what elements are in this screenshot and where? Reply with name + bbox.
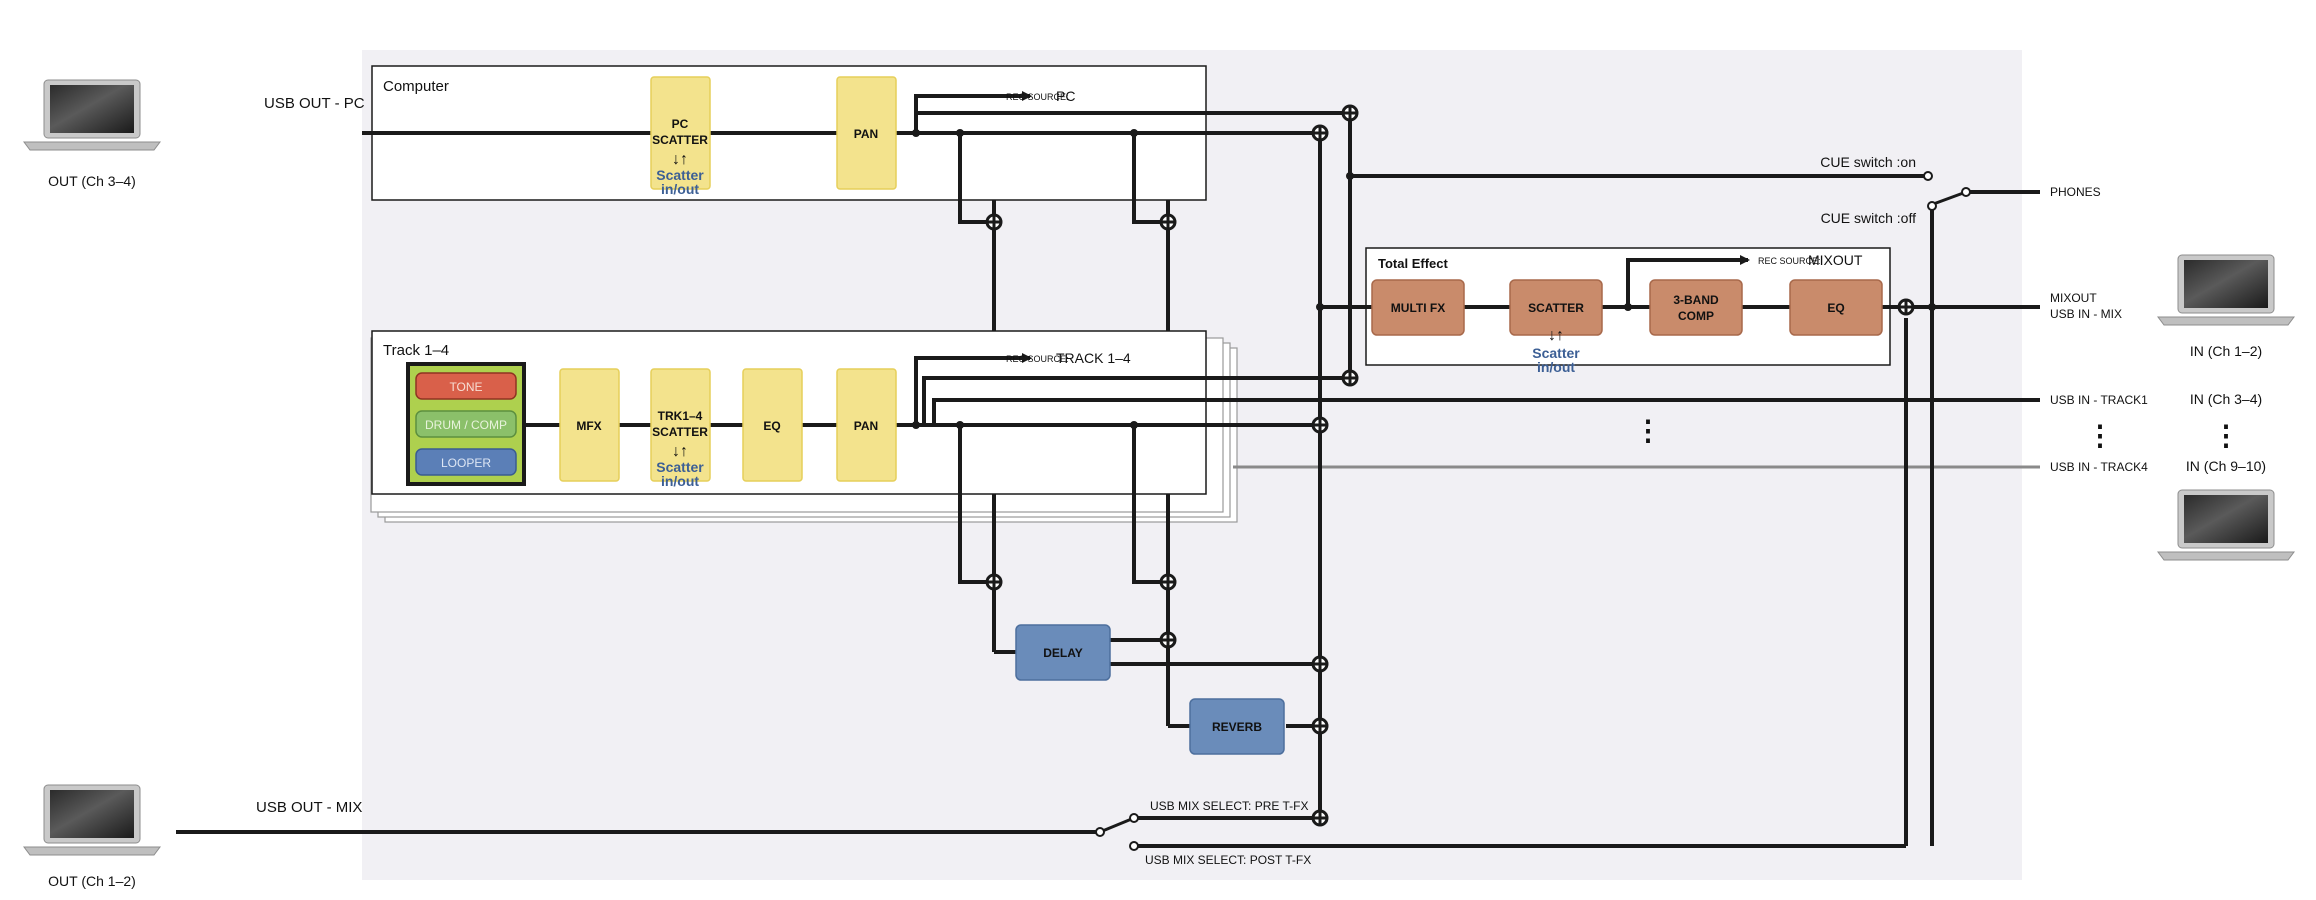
cue-on-label: CUE switch :on [1820, 154, 1916, 170]
usb-out-pc-label: USB OUT - PC [264, 95, 365, 112]
scatter-arrows: ↓↑ [672, 151, 688, 168]
scatter-inout-label: Scatter [1532, 345, 1580, 361]
vdots: ⋮ [1634, 415, 1662, 446]
laptop-icon [2157, 489, 2295, 561]
scatter-inout-label: in/out [661, 181, 699, 197]
tone-label: TONE [449, 380, 482, 394]
band-comp-label: 3-BAND [1673, 293, 1719, 307]
scatter-arrows: ↓↑ [1548, 327, 1564, 344]
delay-label: DELAY [1043, 646, 1083, 660]
mfx-block [559, 368, 620, 482]
mixout-label: MIXOUT [2050, 291, 2097, 305]
cue-off-label: CUE switch :off [1821, 210, 1917, 226]
total-effect-group-title: Total Effect [1378, 256, 1448, 271]
laptop-icon [2157, 254, 2295, 326]
phones-label: PHONES [2050, 185, 2101, 199]
total-scatter-block [1509, 279, 1603, 336]
scatter-inout-label: Scatter [656, 167, 704, 183]
laptop-icon [23, 784, 161, 856]
band-comp-label: COMP [1678, 309, 1714, 323]
pc-scatter-label: SCATTER [652, 133, 708, 147]
track-group-title: Track 1–4 [383, 342, 449, 359]
looper-block [415, 448, 517, 476]
laptop-icon [23, 79, 161, 151]
drum-comp-label: DRUM / COMP [425, 418, 507, 432]
total-scatter-label: SCATTER [1528, 301, 1584, 315]
trk-scatter-label: SCATTER [652, 425, 708, 439]
multi-fx-block [1371, 279, 1465, 336]
rec-source-track: TRACK 1–4 [1056, 350, 1131, 366]
rec-source-small: REC SOURCE: [1006, 92, 1069, 102]
looper-label: LOOPER [441, 456, 491, 470]
rec-source-pc: PC [1056, 88, 1075, 104]
delay-block [1015, 624, 1111, 681]
rec-source-mixout: MIXOUT [1808, 252, 1863, 268]
scatter-inout-label: in/out [661, 473, 699, 489]
usb-in-mix-label: USB IN - MIX [2050, 307, 2122, 321]
switch-contacts [1095, 171, 1971, 851]
in-ch12-label: IN (Ch 1–2) [2190, 343, 2262, 359]
pc-pan-label: PAN [854, 127, 878, 141]
trk-scatter-label: TRK1–4 [658, 409, 703, 423]
in-ch910-label: IN (Ch 9–10) [2186, 458, 2266, 474]
usb-in-track4-label: USB IN - TRACK4 [2050, 460, 2148, 474]
trk-eq-label: EQ [763, 419, 780, 433]
total-eq-block [1789, 279, 1883, 336]
pc-scatter-block [650, 76, 711, 190]
out-ch34-label: OUT (Ch 3–4) [48, 173, 136, 189]
mix-select-post-label: USB MIX SELECT: POST T-FX [1145, 853, 1311, 867]
mfx-label: MFX [576, 419, 601, 433]
scatter-inout-label: in/out [1537, 359, 1575, 375]
trk-eq-block [742, 368, 803, 482]
in-ch34-label: IN (Ch 3–4) [2190, 391, 2262, 407]
vdots: ⋮ [2086, 420, 2114, 451]
trk-scatter-block [650, 368, 711, 482]
trk-pan-block [836, 368, 897, 482]
usb-out-mix-label: USB OUT - MIX [256, 799, 362, 816]
junction-dots [912, 129, 1936, 429]
multi-fx-label: MULTI FX [1391, 301, 1445, 315]
reverb-block [1189, 698, 1285, 755]
tone-block [415, 372, 517, 400]
out-ch12-label: OUT (Ch 1–2) [48, 873, 136, 889]
signal-lines [176, 91, 2040, 848]
usb-in-track1-label: USB IN - TRACK1 [2050, 393, 2148, 407]
drum-comp-block [415, 410, 517, 438]
trk-pan-label: PAN [854, 419, 878, 433]
rec-source-small: REC SOURCE: [1006, 354, 1069, 364]
pc-pan-block [836, 76, 897, 190]
scatter-arrows: ↓↑ [672, 443, 688, 460]
mix-select-pre-label: USB MIX SELECT: PRE T-FX [1150, 799, 1308, 813]
scatter-inout-label: Scatter [656, 459, 704, 475]
reverb-label: REVERB [1212, 720, 1262, 734]
computer-group-title: Computer [383, 78, 449, 95]
pc-scatter-label: PC [672, 117, 689, 131]
rec-source-small: REC SOURCE: [1758, 256, 1821, 266]
vdots: ⋮ [2212, 420, 2240, 451]
total-eq-label: EQ [1827, 301, 1844, 315]
sum-nodes [985, 104, 1915, 827]
band-comp-block [1649, 279, 1743, 336]
